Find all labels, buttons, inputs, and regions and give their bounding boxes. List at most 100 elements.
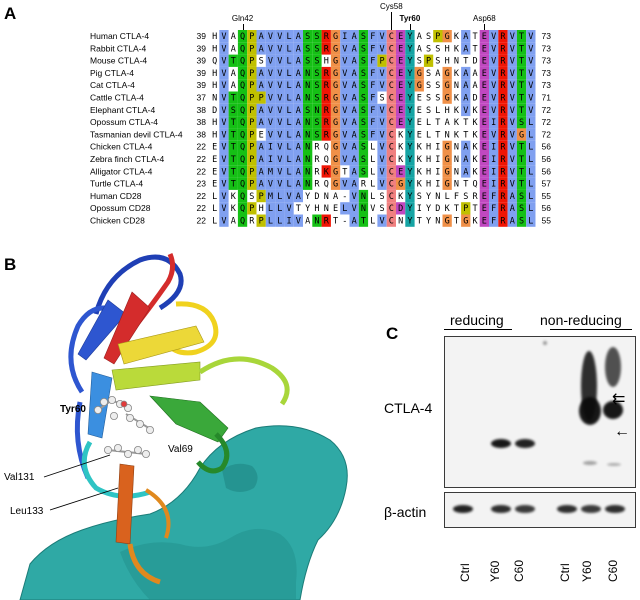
residue-letter: V [491, 44, 496, 54]
residue-cell [526, 128, 536, 141]
residue-cell [265, 116, 276, 129]
residue-cell [526, 202, 536, 215]
residue-cell [386, 54, 396, 67]
residue-cell [479, 91, 489, 104]
residue-cell [526, 140, 536, 153]
blot-band [581, 505, 601, 513]
residue-letter: V [268, 81, 273, 91]
species-name: Mouse CTLA-4 [90, 56, 147, 66]
residue-letter: S [379, 204, 384, 214]
residue-letter: E [212, 180, 217, 190]
residue-cell [405, 165, 415, 178]
residue-cell [526, 54, 536, 67]
residue-letter: E [398, 118, 403, 128]
residue-cell [256, 140, 266, 153]
residue-cell [349, 128, 359, 141]
residue-cell [284, 128, 294, 141]
residue-cell [405, 42, 415, 55]
residue-cell [321, 214, 331, 227]
surface-pocket [222, 463, 258, 492]
residue-cell [489, 103, 499, 117]
residue-letter: G [333, 44, 338, 54]
residue-letter: Q [240, 94, 245, 104]
residue-letter: C [389, 57, 394, 67]
residue-letter: E [482, 204, 487, 214]
residue-letter: N [314, 217, 319, 227]
residue-letter: A [296, 192, 301, 202]
residue-cell [461, 30, 471, 43]
residue-letter: Y [407, 69, 412, 79]
blot-band [515, 439, 535, 448]
residue-cell [405, 91, 415, 104]
residue-cell [516, 54, 527, 67]
residue-cell [303, 54, 313, 67]
start-position: 38 [197, 129, 207, 139]
residue-letter: Y [426, 217, 431, 227]
residue-letter: C [389, 204, 394, 214]
residue-letter: I [491, 180, 496, 190]
high-mw-arrow: ⇇ [612, 391, 626, 408]
residue-letter: K [398, 143, 404, 153]
orange-loop-2 [144, 488, 171, 539]
residue-cell [516, 66, 527, 80]
residue-cell [293, 79, 303, 92]
residue-cell [247, 116, 257, 129]
residue-letter: E [482, 167, 487, 177]
residue-letter: V [379, 118, 384, 128]
residue-letter: G [445, 81, 450, 91]
residue-marker-tick [242, 24, 244, 30]
residue-cell [228, 103, 238, 117]
residue-cell [256, 79, 266, 92]
residue-cell [526, 30, 536, 43]
residue-letter: R [361, 180, 367, 190]
residue-letter: V [491, 130, 496, 140]
residue-letter: A [231, 69, 236, 79]
residue-letter: V [342, 130, 347, 140]
residue-letter: H [212, 69, 217, 79]
residue-cell [396, 42, 406, 55]
residue-letter: S [379, 192, 384, 202]
residue-cell [219, 214, 229, 227]
residue-letter: R [324, 106, 330, 116]
residue-cell [405, 128, 415, 141]
residue-cell [349, 30, 359, 43]
residue-cell [256, 116, 266, 129]
residue-letter: E [482, 32, 487, 42]
residue-letter: V [510, 94, 515, 104]
residue-letter: T [417, 217, 422, 227]
residue-letter: A [435, 69, 440, 79]
actin-row-label: β-actin [384, 504, 427, 520]
residue-cell [526, 189, 536, 203]
residue-letter: L [212, 204, 217, 214]
residue-letter: A [463, 69, 468, 79]
residue-letter: L [212, 217, 217, 227]
residue-letter: D [212, 106, 217, 116]
residue-cell [312, 79, 322, 92]
residue-cell [526, 153, 536, 166]
residue-letter: E [482, 118, 487, 128]
residue-letter: V [277, 167, 282, 177]
residue-cell [498, 189, 508, 203]
residue-letter: N [361, 204, 366, 214]
start-position: 39 [197, 43, 207, 53]
residue-letter: V [510, 106, 515, 116]
residue-cell [386, 79, 396, 92]
residue-cell [247, 153, 257, 166]
end-position: 73 [542, 43, 552, 53]
residue-cell [284, 91, 294, 104]
residue-marker-tick [484, 24, 486, 30]
residue-letter: V [342, 118, 347, 128]
residue-letter: V [268, 57, 273, 67]
residue-letter: T [454, 217, 459, 227]
residue-letter: A [231, 44, 236, 54]
residue-letter: V [352, 192, 357, 202]
residue-letter: L [277, 204, 282, 214]
end-position: 55 [542, 216, 552, 226]
residue-cell [405, 103, 415, 117]
residue-letter: S [435, 81, 440, 91]
end-position: 73 [542, 56, 552, 66]
residue-cell [386, 165, 396, 178]
residue-letter: Q [324, 180, 329, 190]
residue-letter: S [361, 130, 366, 140]
residue-cell [265, 30, 276, 43]
